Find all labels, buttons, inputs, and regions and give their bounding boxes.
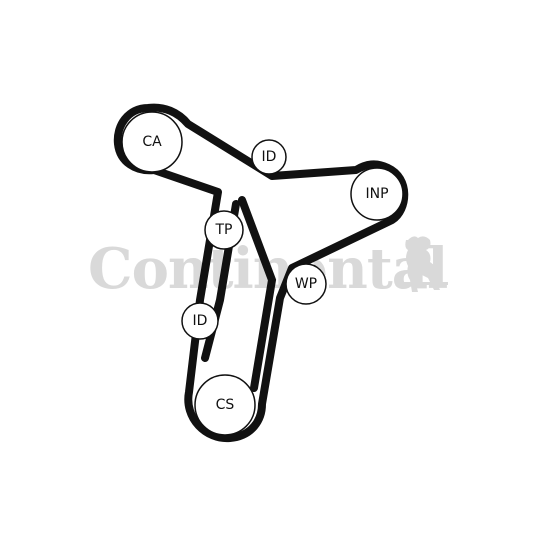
pulley-id-lower-circle [181, 302, 219, 340]
belt-outline [113, 103, 409, 443]
pulley-id-upper: ID [251, 139, 287, 175]
pulley-ca: CA [121, 111, 183, 173]
pulley-wp-circle [285, 263, 327, 305]
pulley-cs: CS [194, 374, 256, 436]
pulley-id-upper-circle [251, 139, 287, 175]
pulley-id-lower-label: ID [193, 313, 208, 329]
horse-logo-icon [402, 236, 448, 292]
pulley-cs-circle [194, 374, 256, 436]
pulley-wp-label: WP [295, 276, 317, 292]
pulley-id-lower: ID [181, 302, 219, 340]
pulley-inp-circle [350, 167, 404, 221]
pulley-ca-circle [121, 111, 183, 173]
pulley-tp-label: TP [215, 222, 233, 238]
pulley-inp: INP [350, 167, 404, 221]
pulley-ca-label: CA [142, 134, 162, 150]
pulley-id-upper-label: ID [262, 149, 277, 165]
pulley-inp-label: INP [365, 186, 388, 202]
pulley-cs-label: CS [216, 397, 235, 413]
pulley-tp-circle [204, 210, 244, 250]
pulley-tp: TP [204, 210, 244, 250]
pulley-wp: WP [285, 263, 327, 305]
belt-inner-right [238, 196, 277, 392]
